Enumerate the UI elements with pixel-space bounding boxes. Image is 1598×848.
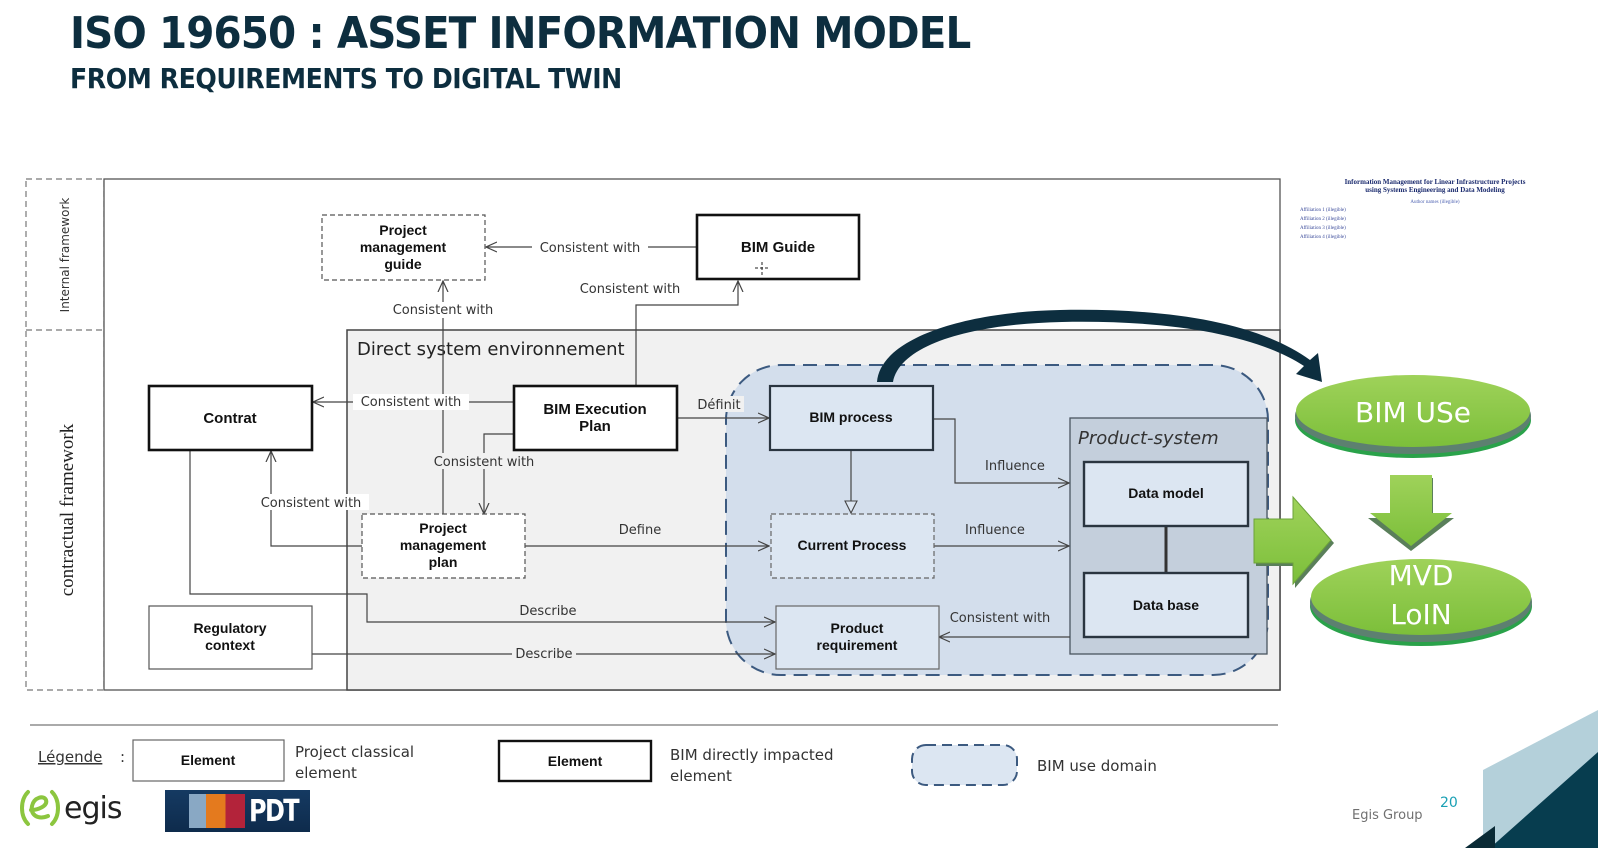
framework-column: Internal framework contractual framework xyxy=(25,178,105,691)
legend-bim-box-label: Element xyxy=(548,753,603,769)
node-project-management-plan: Project management plan xyxy=(361,513,526,579)
svg-text:Current Process: Current Process xyxy=(798,537,907,553)
pdt-logo: PDT xyxy=(165,790,310,832)
contractual-framework-label: contractual framework xyxy=(57,423,78,596)
svg-text:management: management xyxy=(360,239,447,255)
paper-title-2: using Systems Engineering and Data Model… xyxy=(1365,186,1505,194)
node-bim-execution-plan: BIM Execution Plan xyxy=(512,384,679,452)
egis-e-icon xyxy=(20,790,60,826)
legend-classical-box-label: Element xyxy=(181,752,236,768)
loin-label: LoIN xyxy=(1390,598,1451,631)
curved-arrow xyxy=(877,309,1322,382)
egis-logo-text: egis xyxy=(64,790,122,826)
svg-text:Contrat: Contrat xyxy=(203,410,256,427)
edge-contrat-productreq xyxy=(189,451,775,622)
edge-pmp-contrat xyxy=(271,451,362,547)
legend: Légende : Element Project classical elem… xyxy=(30,724,1278,786)
legend-domain-box xyxy=(911,744,1018,786)
svg-text:Data model: Data model xyxy=(1128,485,1203,501)
edge-labels: Consistent with Consistent with Consiste… xyxy=(253,239,1058,662)
edge-bep-bimguide xyxy=(635,281,738,386)
green-down-arrow xyxy=(1368,475,1454,551)
paper-thumbnail: Information Management for Linear Infras… xyxy=(1300,178,1570,278)
svg-text:requirement: requirement xyxy=(817,637,898,653)
svg-text:Project: Project xyxy=(419,520,467,536)
node-project-management-guide: Project management guide xyxy=(321,214,486,281)
label-bimguide-pmg: Consistent with xyxy=(540,241,641,256)
legend-bim-text-2: element xyxy=(670,767,732,785)
node-bim-process: BIM process xyxy=(768,384,935,452)
svg-text:guide: guide xyxy=(384,256,422,272)
paper-authors: Author names (illegible) xyxy=(1410,200,1460,205)
label-influence-2: Influence xyxy=(965,523,1025,538)
pdt-figures-icon xyxy=(189,794,245,828)
svg-text:Project: Project xyxy=(379,222,427,238)
node-bim-guide: BIM Guide xyxy=(695,213,861,281)
green-right-arrow xyxy=(1253,495,1334,588)
paper-title-1: Information Management for Linear Infras… xyxy=(1344,178,1526,186)
internal-framework-label: Internal framework xyxy=(58,198,72,313)
product-system-label: Product-system xyxy=(1078,428,1219,449)
svg-text:BIM Execution: BIM Execution xyxy=(543,401,646,418)
svg-text:context: context xyxy=(205,637,255,653)
crosshair-cursor-icon xyxy=(755,262,769,275)
svg-text:management: management xyxy=(400,537,487,553)
edge-bep-pmp xyxy=(484,433,514,514)
label-database-consistent: Consistent with xyxy=(950,611,1051,626)
svg-text:Product: Product xyxy=(831,620,884,636)
svg-text:BIM process: BIM process xyxy=(809,409,892,425)
svg-text:BIM Guide: BIM Guide xyxy=(741,239,815,256)
label-influence-1: Influence xyxy=(985,459,1045,474)
page-title: ISO 19650 : ASSET INFORMATION MODEL xyxy=(70,8,971,59)
legend-colon: : xyxy=(120,748,125,766)
page-number: 20 xyxy=(1440,795,1458,811)
svg-text:Regulatory: Regulatory xyxy=(193,620,266,636)
mvd-loin-ellipse: MVD LoIN xyxy=(1310,559,1532,646)
node-regulatory-context: Regulatory context xyxy=(148,605,313,670)
label-pmp-contrat: Consistent with xyxy=(261,496,362,511)
legend-classical-text-1: Project classical xyxy=(295,743,414,761)
node-product-requirement: Product requirement xyxy=(775,605,940,670)
label-pmp-pmg: Consistent with xyxy=(393,303,494,318)
svg-text:plan: plan xyxy=(429,554,458,570)
legend-bim-box xyxy=(497,739,653,783)
paper-affiliation-3: Affiliation 3 (illegible) xyxy=(1300,226,1346,231)
label-describe-contrat: Describe xyxy=(519,604,576,619)
label-definit: Définit xyxy=(697,398,740,413)
paper-affiliation-1: Affiliation 1 (illegible) xyxy=(1300,208,1346,213)
corner-decoration xyxy=(1465,710,1598,848)
svg-text:Plan: Plan xyxy=(579,418,611,435)
pdt-logo-text: PDT xyxy=(248,793,300,829)
node-current-process: Current Process xyxy=(770,513,935,579)
legend-label: Légende xyxy=(38,748,102,766)
legend-classical-box xyxy=(132,739,285,782)
node-data-model: Data model xyxy=(1082,460,1250,528)
footer-company: Egis Group xyxy=(1352,808,1423,823)
mvd-label: MVD xyxy=(1389,559,1454,592)
legend-classical-text-2: element xyxy=(295,764,357,782)
label-bep-pmp: Consistent with xyxy=(434,455,535,470)
environment-label: Direct system environnement xyxy=(357,339,625,360)
egis-logo: egis xyxy=(18,788,122,828)
legend-domain-text: BIM use domain xyxy=(1037,757,1157,775)
label-describe-regulatory: Describe xyxy=(515,647,572,662)
bim-use-ellipse: BIM USe xyxy=(1295,375,1531,458)
bim-use-label: BIM USe xyxy=(1355,396,1471,429)
svg-text:Data base: Data base xyxy=(1133,597,1199,613)
page-subtitle: FROM REQUIREMENTS TO DIGITAL TWIN xyxy=(70,62,622,95)
node-contrat: Contrat xyxy=(147,384,314,452)
paper-affiliation-4: Affiliation 4 (illegible) xyxy=(1300,235,1346,240)
label-bep-contrat: Consistent with xyxy=(361,395,462,410)
node-data-base: Data base xyxy=(1082,571,1250,639)
label-define: Define xyxy=(619,523,661,538)
edge-bimprocess-productsystem xyxy=(933,418,1069,483)
label-bep-bimguide: Consistent with xyxy=(580,282,681,297)
paper-affiliation-2: Affiliation 2 (illegible) xyxy=(1300,217,1346,222)
legend-bim-text-1: BIM directly impacted xyxy=(670,746,834,764)
